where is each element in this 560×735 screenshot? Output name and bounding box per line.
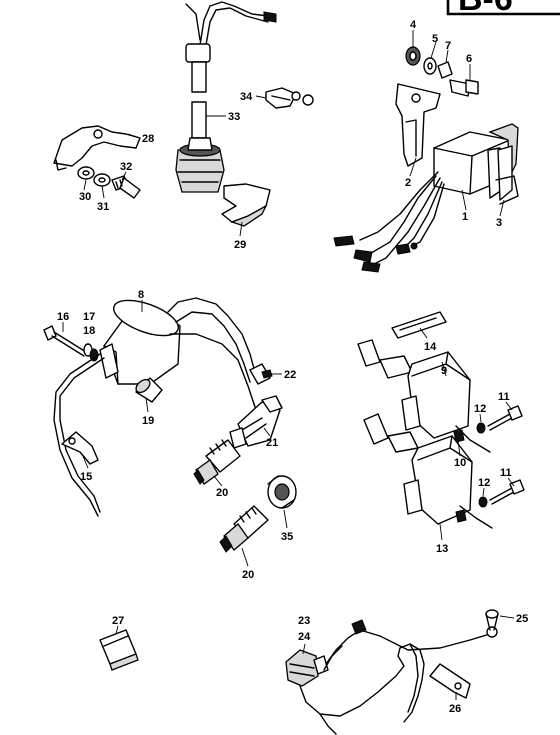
callout-30: 30 <box>79 191 91 203</box>
callout-13: 13 <box>436 543 448 555</box>
callout-1: 1 <box>462 211 468 223</box>
callout-12-upper: 12 <box>474 403 486 415</box>
part-29-cover <box>221 183 271 227</box>
part-3-band <box>495 145 519 205</box>
callout-11-upper: 11 <box>498 391 510 403</box>
callout-29: 29 <box>234 239 246 251</box>
part-6-bolt <box>449 79 479 97</box>
callout-20-upper: 20 <box>216 487 228 499</box>
callout-7: 7 <box>445 40 451 52</box>
callout-35: 35 <box>281 531 293 543</box>
callout-12-lower: 12 <box>478 477 490 489</box>
page-code: B-6 <box>458 0 513 18</box>
callout-2: 2 <box>405 177 411 189</box>
part-11-bolt-lower <box>489 479 525 505</box>
callout-10: 10 <box>454 457 466 469</box>
part-2-bracket <box>395 83 441 167</box>
callout-16: 16 <box>57 311 69 323</box>
part-14-plate <box>391 311 447 339</box>
callout-14: 14 <box>424 341 437 353</box>
part-4-grommet <box>405 46 421 66</box>
callout-4: 4 <box>410 19 417 31</box>
part-11-bolt-upper <box>487 405 523 431</box>
part-9-ignition-coil <box>357 339 491 453</box>
part-22-plug-cap <box>249 363 273 385</box>
part-35-grommet <box>267 475 297 509</box>
part-7-collar <box>437 61 453 79</box>
callout-15: 15 <box>80 471 92 483</box>
part-12-washer-upper <box>476 422 486 434</box>
callout-8: 8 <box>138 289 144 301</box>
part-23-switch <box>285 649 329 687</box>
part-20-spark-plug-upper <box>193 439 241 485</box>
part-8-ignition-coil <box>53 297 263 517</box>
part-34-clip <box>265 87 314 109</box>
cdi-wire-harness <box>333 171 445 273</box>
part-28-bracket <box>53 125 141 171</box>
callout-26: 26 <box>449 703 461 715</box>
callout-24: 24 <box>298 631 311 643</box>
part-25-bolt <box>485 609 499 631</box>
page-header-box: B-6 <box>446 0 560 18</box>
callout-23: 23 <box>298 615 310 627</box>
callout-31: 31 <box>97 201 109 213</box>
callout-33: 33 <box>228 111 240 123</box>
callout-34: 34 <box>240 91 253 103</box>
callout-20-lower: 20 <box>242 569 254 581</box>
part-16-bolt <box>43 325 87 357</box>
callout-27: 27 <box>112 615 124 627</box>
part-15-bracket <box>61 431 99 465</box>
part-33-sensor <box>175 1 277 193</box>
part-31-washer <box>93 173 111 187</box>
callout-19: 19 <box>142 415 154 427</box>
part-12-washer-lower <box>478 496 488 508</box>
callout-6: 6 <box>466 53 472 65</box>
part-19-cap <box>135 377 163 403</box>
part-5-washer <box>423 57 437 75</box>
callout-18: 18 <box>83 325 95 337</box>
callout-9: 9 <box>441 365 447 377</box>
sensor-wire-harness <box>299 619 498 735</box>
callout-3: 3 <box>496 217 502 229</box>
part-13-ignition-coil <box>363 413 493 529</box>
part-30-washer <box>77 166 95 180</box>
leader-lines <box>62 30 515 700</box>
part-27-pad <box>99 629 139 671</box>
callout-22: 22 <box>284 369 296 381</box>
callout-17: 17 <box>83 311 95 323</box>
callout-28: 28 <box>142 133 154 145</box>
callout-21: 21 <box>266 437 278 449</box>
callout-11-lower: 11 <box>500 467 512 479</box>
part-26-clamp <box>429 663 471 699</box>
part-20-spark-plug-lower <box>219 505 269 553</box>
callout-5: 5 <box>432 33 438 45</box>
part-32-bolt <box>111 175 141 199</box>
callout-32: 32 <box>120 161 132 173</box>
callout-labels: 4 5 7 6 2 1 3 28 30 31 32 33 34 29 8 16 … <box>57 19 528 715</box>
callout-25: 25 <box>516 613 528 625</box>
